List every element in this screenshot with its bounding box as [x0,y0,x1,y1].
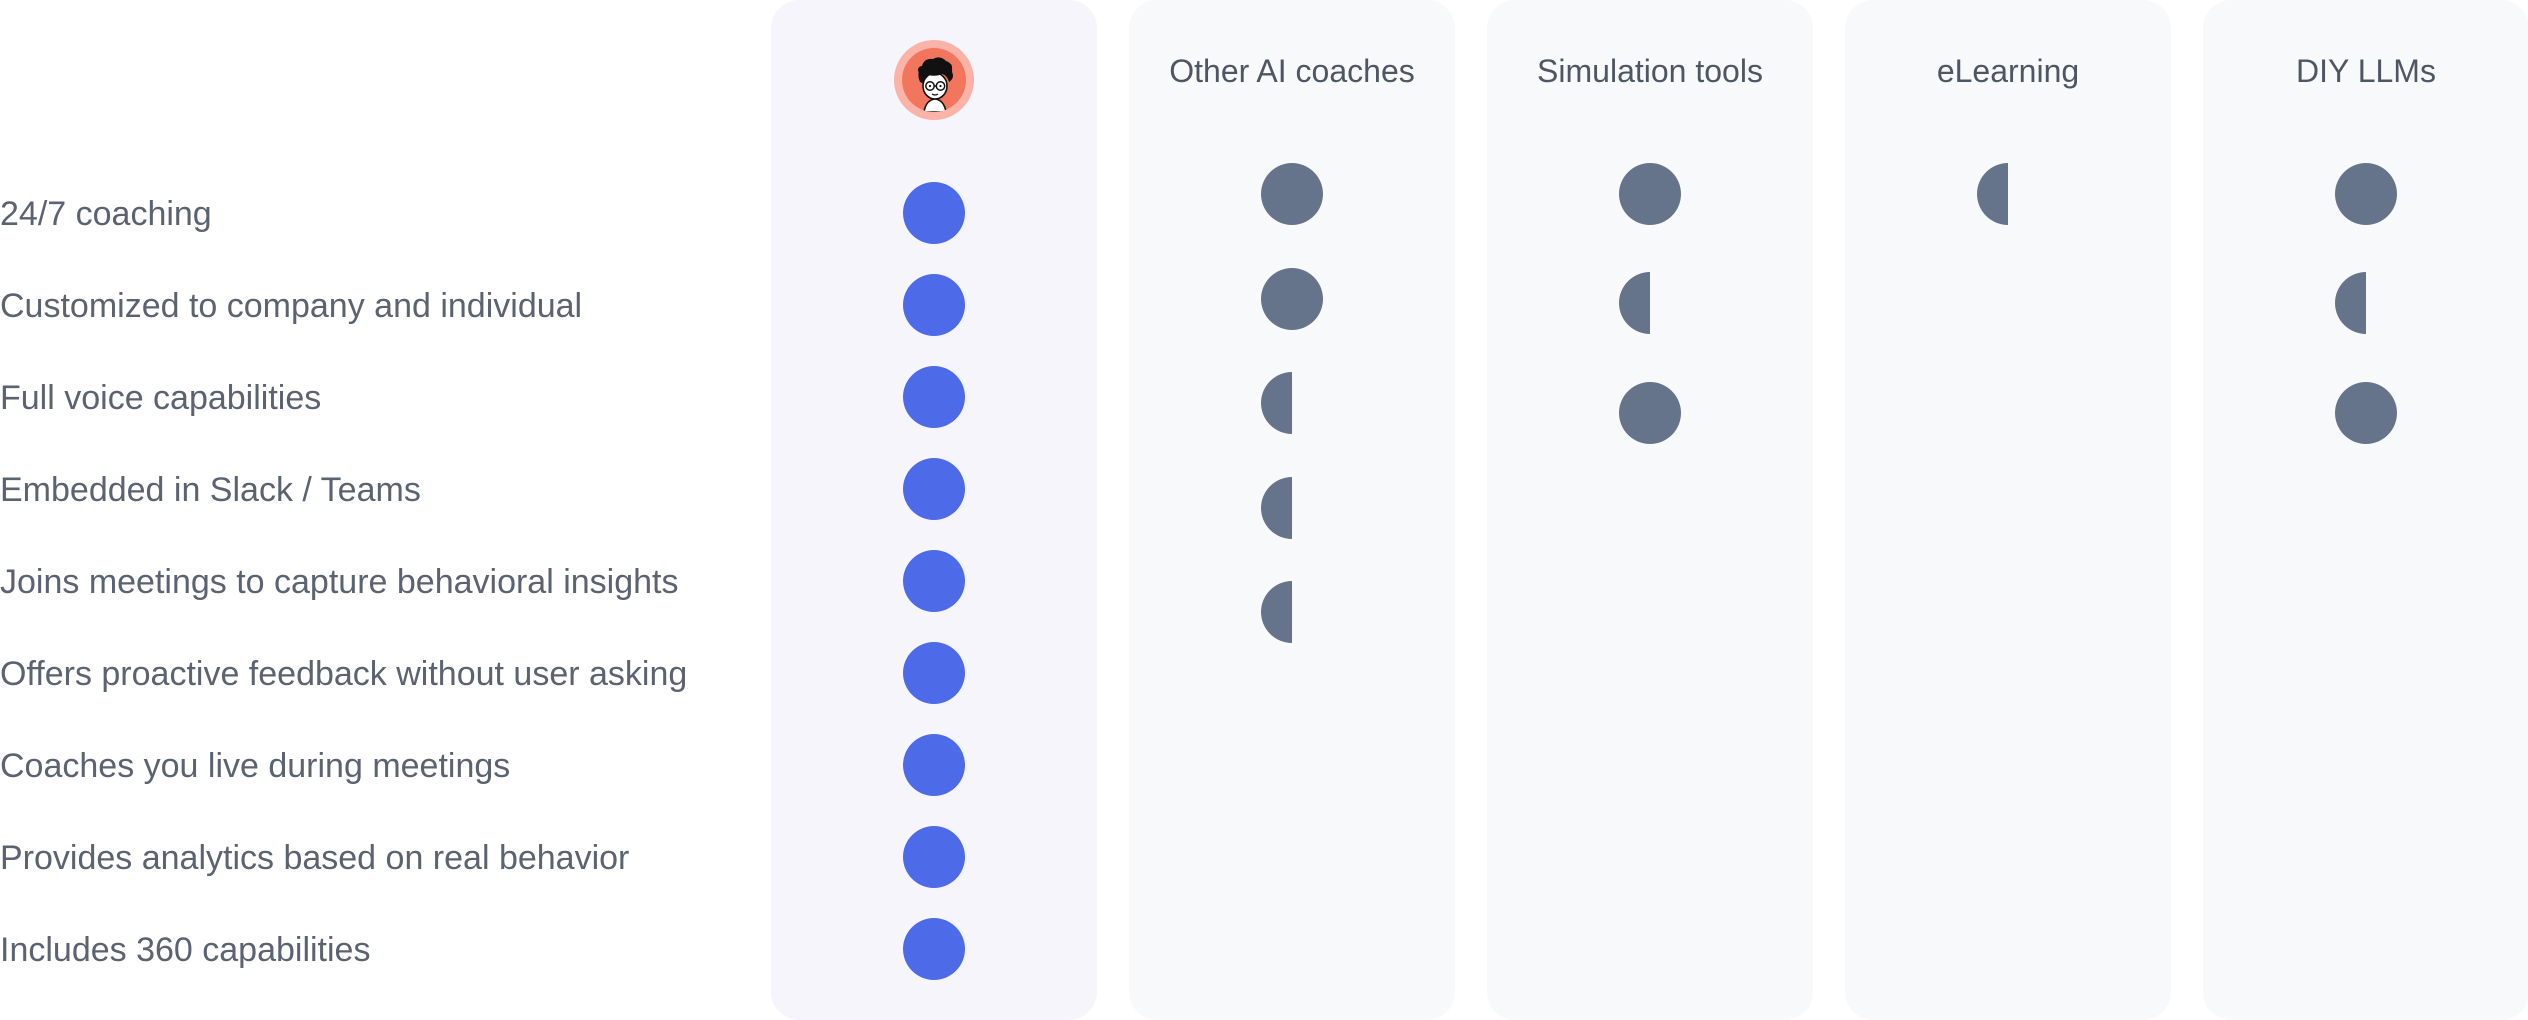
column-title: Simulation tools [1537,53,1763,89]
column-other-ai-coaches: Other AI coaches [1129,0,1455,1020]
mark-simulation-row-1 [1619,163,1681,225]
row-label-joins-meetings: Joins meetings to capture behavioral ins… [0,563,679,601]
mark-simulation-row-3 [1619,382,1681,444]
column-elearning: eLearning [1845,0,2171,1020]
mark-simulation-row-2 [1619,272,1681,334]
mark-product-row-2 [903,274,965,336]
row-label-slack-teams: Embedded in Slack / Teams [0,471,421,509]
full-circle-icon [903,182,965,244]
half-circle-icon [1261,477,1292,539]
column-simulation-tools: Simulation tools [1487,0,1813,1020]
row-label-360: Includes 360 capabilities [0,931,371,969]
column-title: eLearning [1936,53,2080,89]
mark-diy-row-2 [2335,272,2397,334]
full-circle-icon [1261,268,1323,330]
mark-product-row-9 [903,918,965,980]
full-circle-icon [2335,163,2397,225]
mark-other-ai-row-2 [1261,268,1323,330]
mark-product-row-5 [903,550,965,612]
row-label-24-7-coaching: 24/7 coaching [0,195,212,233]
row-label-live-coaching: Coaches you live during meetings [0,747,511,785]
full-circle-icon [903,550,965,612]
column-diy-llms: DIY LLMs [2203,0,2528,1020]
mark-product-row-7 [903,734,965,796]
full-circle-icon [1619,382,1681,444]
mark-other-ai-row-1 [1261,163,1323,225]
half-circle-icon [1261,372,1292,434]
mark-product-row-1 [903,182,965,244]
column-title: DIY LLMs [2296,53,2436,89]
row-label-proactive-feedback: Offers proactive feedback without user a… [0,655,688,693]
row-label-analytics: Provides analytics based on real behavio… [0,839,630,877]
full-circle-icon [903,918,965,980]
full-circle-icon [903,458,965,520]
half-circle-icon [1619,272,1650,334]
half-circle-icon [2335,272,2366,334]
column-title: Other AI coaches [1169,53,1415,89]
mark-product-row-3 [903,366,965,428]
row-label-customized: Customized to company and individual [0,287,583,325]
mark-other-ai-row-3 [1261,372,1323,434]
coach-avatar-icon [894,40,974,120]
full-circle-icon [1619,163,1681,225]
avatar-illustration [918,57,953,112]
full-circle-icon [1261,163,1323,225]
full-circle-icon [2335,382,2397,444]
full-circle-icon [903,642,965,704]
half-circle-icon [1261,581,1292,643]
row-label-voice: Full voice capabilities [0,379,322,417]
full-circle-icon [903,366,965,428]
feature-labels: 24/7 coaching Customized to company and … [0,0,760,1020]
full-circle-icon [903,274,965,336]
mark-diy-row-1 [2335,163,2397,225]
column-product [771,0,1097,1020]
mark-product-row-4 [903,458,965,520]
mark-product-row-6 [903,642,965,704]
mark-diy-row-3 [2335,382,2397,444]
mark-other-ai-row-5 [1261,581,1323,643]
mark-product-row-8 [903,826,965,888]
full-circle-icon [903,734,965,796]
mark-elearning-row-1 [1977,163,2039,225]
half-circle-icon [1977,163,2008,225]
mark-other-ai-row-4 [1261,477,1323,539]
full-circle-icon [903,826,965,888]
